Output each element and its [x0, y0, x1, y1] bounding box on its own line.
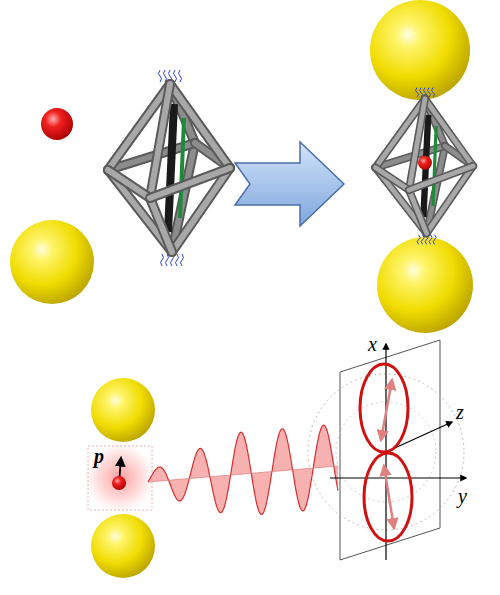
origami-rod	[375, 168, 409, 190]
dna-linker	[428, 88, 431, 98]
dna-linker	[420, 88, 423, 98]
origami-rod	[170, 84, 230, 168]
inner-strand	[433, 126, 436, 206]
dna-linker	[181, 254, 184, 266]
origami-rod	[170, 84, 230, 168]
origami-rod	[150, 198, 172, 252]
inner-rod	[168, 104, 174, 232]
origami-rod	[150, 168, 230, 198]
emitter-sphere	[418, 156, 432, 170]
gold-nanoparticle	[377, 237, 473, 333]
radiation-lobe	[364, 453, 412, 541]
dna-linker	[166, 254, 169, 266]
origami-rod	[409, 166, 473, 190]
light-wave	[148, 425, 338, 514]
origami-rod	[150, 168, 230, 198]
origami-rod	[409, 190, 427, 233]
observation-plane	[340, 340, 440, 560]
dna-linker	[164, 70, 167, 82]
dna-origami-octahedron	[375, 88, 473, 245]
origami-rod	[375, 168, 426, 234]
dna-linker	[176, 254, 179, 266]
origami-rod	[409, 166, 473, 190]
origami-rod	[375, 168, 409, 190]
dna-linker	[421, 235, 424, 245]
glow-box	[88, 446, 152, 510]
origami-rod	[409, 190, 427, 233]
origami-rod	[425, 99, 473, 166]
emitter-sphere	[41, 108, 73, 140]
gold-nanoparticle	[91, 378, 155, 442]
gold-nanoparticle	[10, 220, 94, 304]
axis-label: y	[458, 486, 467, 506]
origami-rod	[409, 99, 425, 190]
dna-linker	[161, 254, 164, 266]
radiation-lobe	[360, 364, 408, 452]
dna-linker	[416, 88, 419, 98]
dna-origami-octahedron	[108, 70, 230, 266]
wave-fill	[148, 425, 338, 514]
polarization-arrow	[384, 466, 394, 528]
origami-rod	[108, 170, 172, 252]
wave-axis	[148, 466, 338, 482]
origami-rod	[108, 170, 150, 198]
process-arrow	[235, 142, 344, 226]
origami-rod	[425, 99, 473, 166]
origami-rod	[150, 84, 170, 198]
dna-linker	[174, 70, 177, 82]
dna-linker	[432, 88, 435, 98]
origami-rod	[108, 170, 150, 198]
origami-rod	[150, 84, 170, 198]
gold-nanoparticle	[370, 0, 470, 100]
origami-rod	[108, 170, 172, 252]
origami-rod	[375, 168, 426, 234]
inner-strand	[180, 118, 184, 218]
y-axis	[330, 477, 466, 478]
dna-linker	[159, 70, 162, 82]
dna-linker	[179, 70, 182, 82]
axis-label: z	[456, 402, 464, 422]
dna-linker	[429, 235, 432, 245]
origami-rod	[150, 198, 172, 252]
wave-curve	[148, 425, 338, 514]
emission-glow	[84, 442, 156, 514]
dna-linker	[417, 235, 420, 245]
dipole-label: p	[94, 446, 104, 466]
polarization-arrow	[381, 380, 392, 440]
axis-label: x	[368, 334, 377, 354]
origami-rod	[409, 99, 425, 190]
dna-linker	[433, 235, 436, 245]
gold-nanoparticle	[91, 514, 155, 578]
dipole-emitter	[112, 476, 126, 490]
